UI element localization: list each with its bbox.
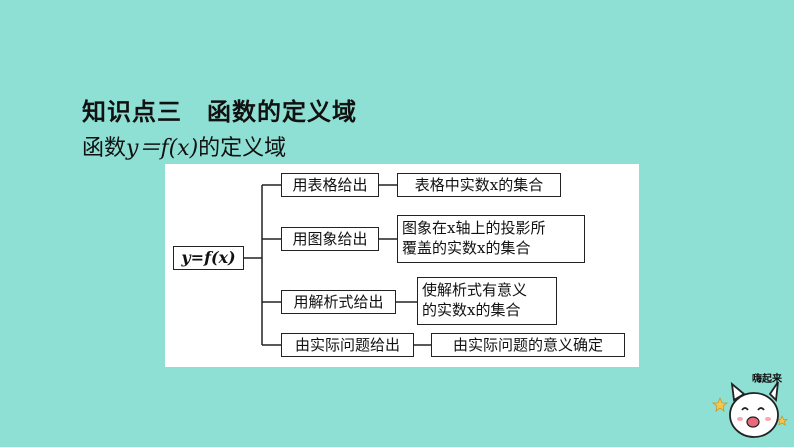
domain-table-box: 表格中实数x的集合 <box>397 173 561 197</box>
cartoon-cat-mascot-icon: 嗨起来 <box>712 372 789 438</box>
method-table-box: 用表格给出 <box>281 173 379 197</box>
domain-formula-box: 使解析式有意义 的实数x的集合 <box>417 277 557 325</box>
function-root-box: y=f(x) <box>173 246 244 270</box>
method-graph-box: 用图象给出 <box>281 227 379 251</box>
method-practical-box: 由实际问题给出 <box>281 333 414 357</box>
domain-formula-line-1: 使解析式有意义 <box>422 281 528 299</box>
domain-formula-line-2: 的实数x的集合 <box>422 301 521 319</box>
diagram-connectors <box>244 184 431 346</box>
method-formula-box: 用解析式给出 <box>281 290 396 314</box>
domain-graph-line-1: 图象在x轴上的投影所 <box>402 219 546 237</box>
domain-graph-box: 图象在x轴上的投影所 覆盖的实数x的集合 <box>397 215 585 263</box>
subheading-suffix: 的定义域 <box>198 136 287 161</box>
star-icon <box>712 396 729 412</box>
section-heading: 知识点三 函数的定义域 <box>82 98 357 126</box>
domain-graph-line-2: 覆盖的实数x的集合 <box>402 239 531 257</box>
subheading-formula: y＝f(x) <box>126 136 199 161</box>
domain-practical-box: 由实际问题的意义确定 <box>431 333 625 357</box>
section-subheading: 函数y＝f(x)的定义域 <box>82 130 286 162</box>
subheading-prefix: 函数 <box>82 136 127 161</box>
definition-domain-diagram: y=f(x) 用表格给出 用图象给出 用解析式给出 由实际问题给出 表格中实数x… <box>165 164 639 367</box>
mascot-label: 嗨起来 <box>752 372 783 385</box>
